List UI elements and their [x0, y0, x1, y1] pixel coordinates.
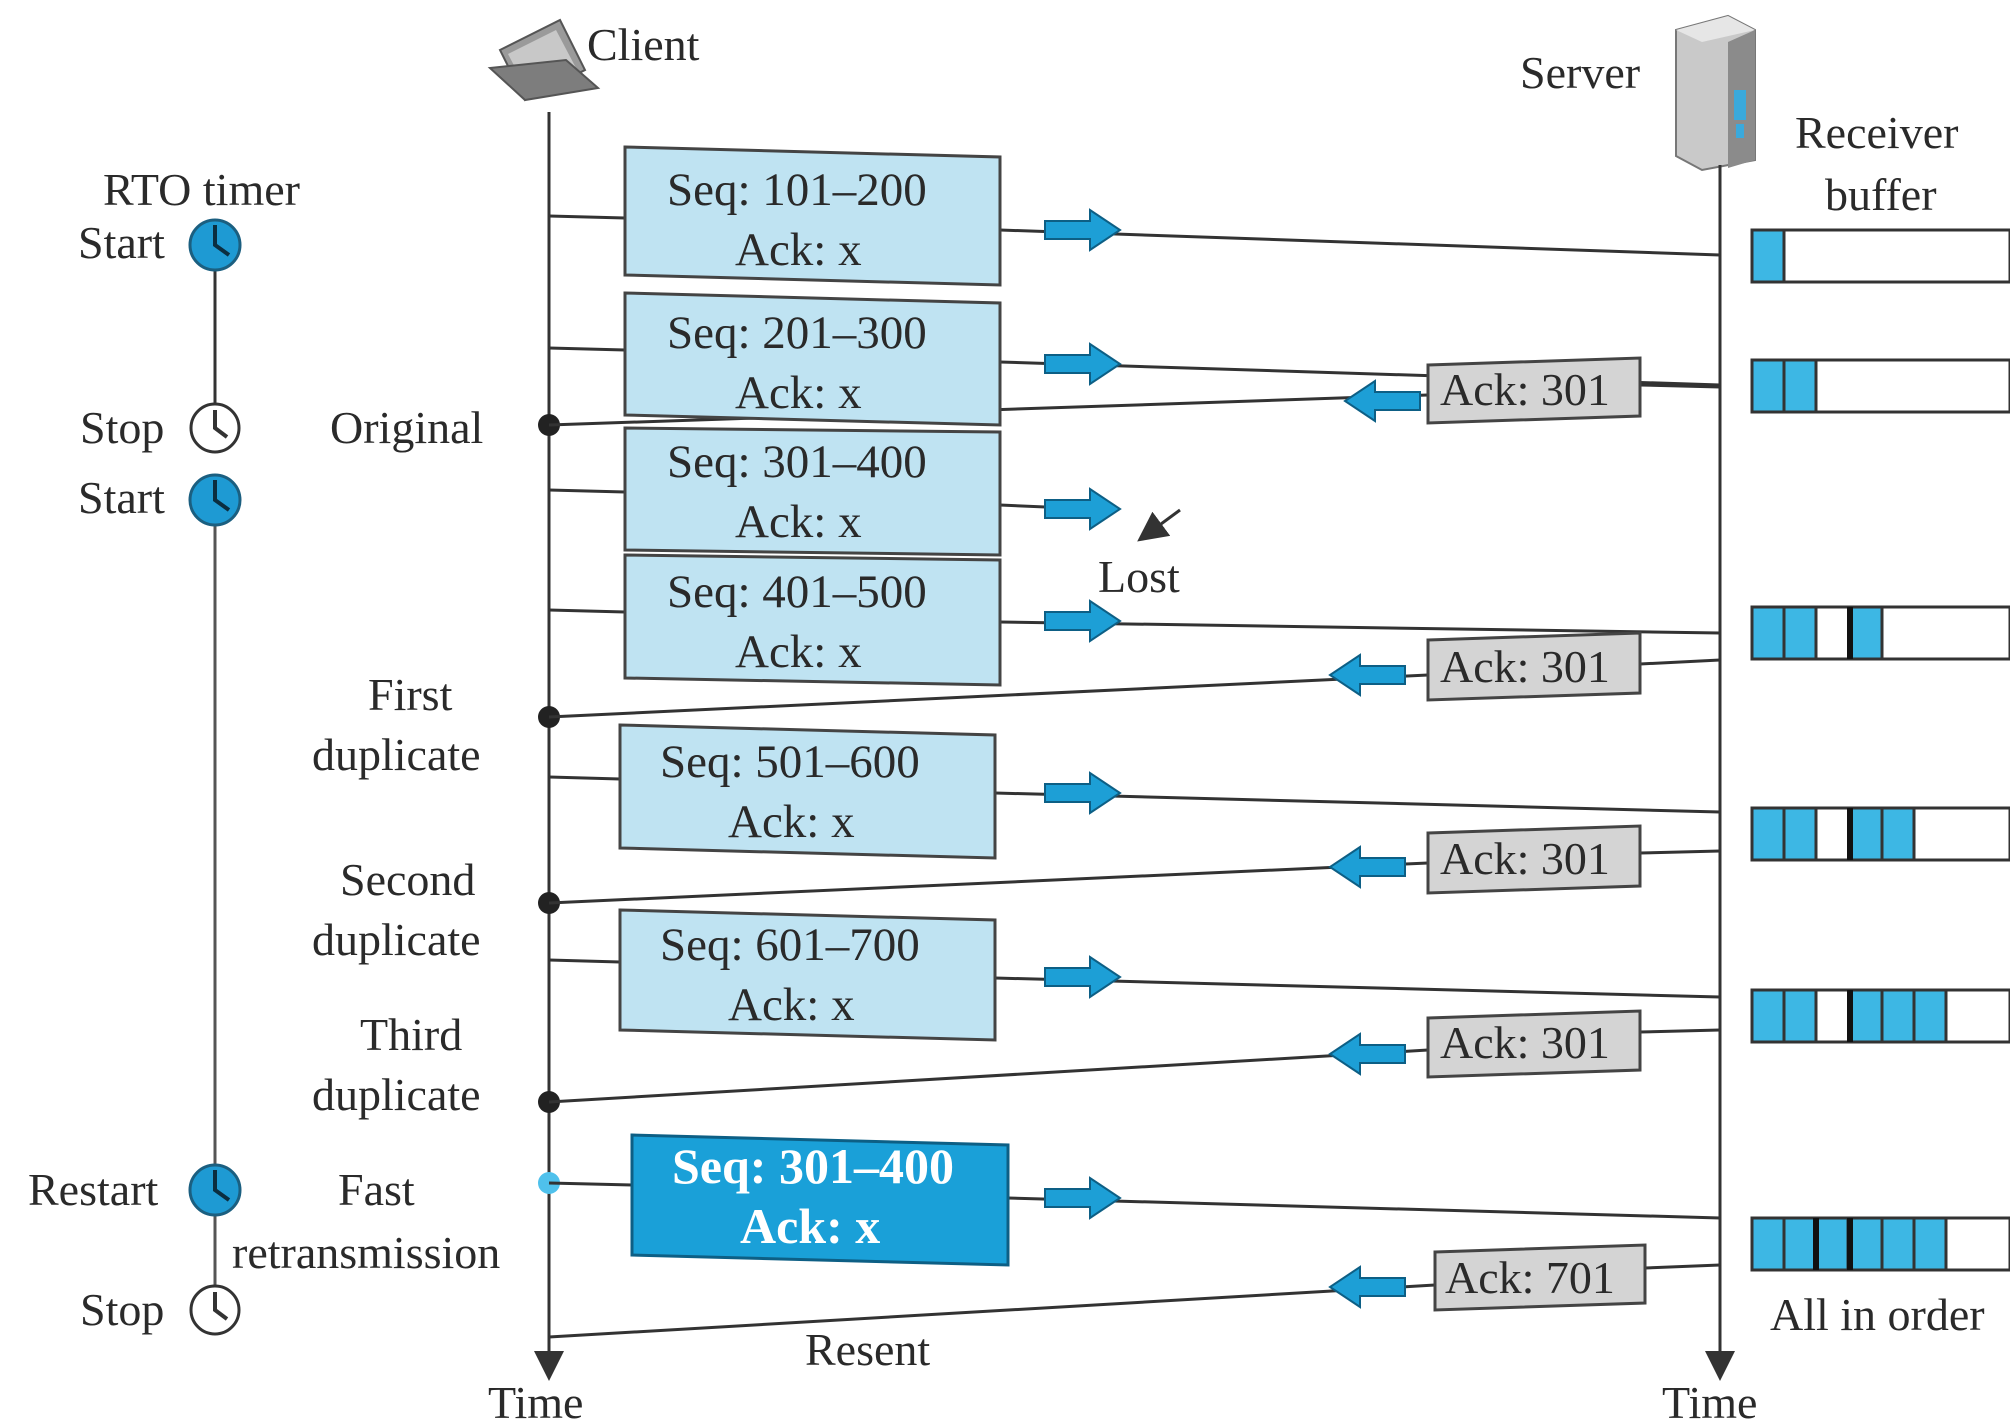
receiver-buffer [1750, 358, 2010, 414]
ack-label: Ack: 301 [1440, 833, 1610, 884]
arrow-left-icon [1328, 1032, 1406, 1076]
segment-seq-label: Seq: 201–300 [667, 307, 927, 359]
segment-box: Seq: 301–400 Ack: x [623, 426, 1002, 557]
ack-label: Ack: 301 [1440, 1017, 1610, 1068]
client-time-label: Time [488, 1377, 583, 1427]
event-fast-retransmission-line2: retransmission [232, 1227, 500, 1278]
receiver-buffer-label-line1: Receiver [1795, 107, 1958, 158]
timer-restart-label: Restart [28, 1164, 159, 1215]
rto-timer-title: RTO timer [103, 164, 300, 215]
retransmitted-segment-box: Seq: 301–400 Ack: x [630, 1133, 1010, 1267]
ack-box: Ack: 301 [1426, 824, 1642, 895]
event-second-duplicate-line2: duplicate [312, 914, 481, 965]
clock-stopped-icon [189, 402, 241, 454]
client-label: Client [587, 19, 700, 70]
segment-ack-label: Ack: x [735, 496, 862, 548]
ack-lines [548, 383, 1721, 1339]
timer-start-label: Start [78, 217, 165, 268]
server-time-label: Time [1662, 1377, 1757, 1427]
laptop-icon [487, 18, 601, 102]
segment-seq-label: Seq: 301–400 [667, 436, 927, 488]
arrow-right-icon [1044, 771, 1122, 815]
arrow-right-icon [1044, 955, 1122, 999]
clock-stopped-icon [189, 1284, 241, 1336]
segment-ack-label: Ack: x [728, 979, 855, 1031]
send-arrows [1044, 208, 1122, 1220]
arrow-left-icon [1343, 379, 1421, 423]
segment-ack-label: Ack: x [735, 626, 862, 678]
lost-label: Lost [1098, 551, 1180, 602]
all-in-order-label: All in order [1770, 1289, 1985, 1340]
ack-box: Ack: 301 [1426, 356, 1642, 425]
arrow-right-icon [1044, 342, 1122, 386]
lost-marker [1137, 508, 1181, 542]
segment-ack-label: Ack: x [735, 367, 862, 419]
event-third-duplicate-line1: Third [360, 1009, 462, 1060]
ack-label: Ack: 701 [1445, 1252, 1615, 1303]
ack-label: Ack: 301 [1440, 364, 1610, 415]
timer-stop-label: Stop [80, 402, 164, 453]
server-icon [1675, 14, 1756, 172]
receiver-buffer [1750, 988, 2010, 1044]
receiver-buffer [1750, 228, 2010, 284]
segment-ack-label: Ack: x [728, 796, 855, 848]
server-label: Server [1520, 47, 1640, 98]
segment-box: Seq: 401–500 Ack: x [623, 553, 1002, 687]
clock-running-icon [188, 1163, 242, 1217]
ack-box: Ack: 301 [1426, 1009, 1642, 1079]
timer-start-label-2: Start [78, 472, 165, 523]
receiver-buffer [1750, 1216, 2010, 1272]
segment-seq-label: Seq: 601–700 [660, 919, 920, 971]
receiver-buffer [1750, 605, 2010, 661]
arrow-right-icon [1044, 487, 1122, 531]
arrow-right-icon [1044, 599, 1122, 643]
arrow-left-icon [1328, 845, 1406, 889]
segment-box: Seq: 201–300 Ack: x [623, 291, 1002, 427]
timer-stop-label-2: Stop [80, 1284, 164, 1335]
segment-seq-label: Seq: 301–400 [672, 1138, 954, 1194]
segment-box: Seq: 101–200 Ack: x [623, 145, 1002, 287]
event-third-duplicate-line2: duplicate [312, 1069, 481, 1120]
segment-ack-label: Ack: x [740, 1198, 880, 1254]
ack-arrows [1328, 379, 1421, 1309]
segment-seq-label: Seq: 501–600 [660, 736, 920, 788]
ack-box: Ack: 701 [1433, 1243, 1647, 1312]
receiver-buffer-label-line2: buffer [1825, 169, 1937, 220]
segment-ack-label: Ack: x [735, 224, 862, 276]
receiver-buffer [1750, 806, 2010, 862]
event-first-duplicate-line1: First [368, 669, 453, 720]
event-original-label: Original [330, 402, 483, 453]
clock-running-icon [188, 218, 242, 272]
clock-running-icon [188, 473, 242, 527]
segment-seq-label: Seq: 101–200 [667, 164, 927, 216]
segment-lines [548, 214, 1721, 1220]
segment-seq-label: Seq: 401–500 [667, 566, 927, 618]
arrow-left-icon [1328, 1265, 1406, 1309]
event-second-duplicate-line1: Second [340, 854, 475, 905]
segment-box: Seq: 501–600 Ack: x [618, 723, 997, 860]
segment-box: Seq: 601–700 Ack: x [618, 908, 997, 1042]
ack-box: Ack: 301 [1426, 631, 1642, 702]
event-first-duplicate-line2: duplicate [312, 729, 481, 780]
arrow-right-icon [1044, 1176, 1122, 1220]
ack-label: Ack: 301 [1440, 641, 1610, 692]
arrow-left-icon [1328, 653, 1406, 697]
arrow-right-icon [1044, 208, 1122, 252]
resent-label: Resent [805, 1324, 930, 1375]
event-fast-retransmission-line1: Fast [338, 1164, 415, 1215]
